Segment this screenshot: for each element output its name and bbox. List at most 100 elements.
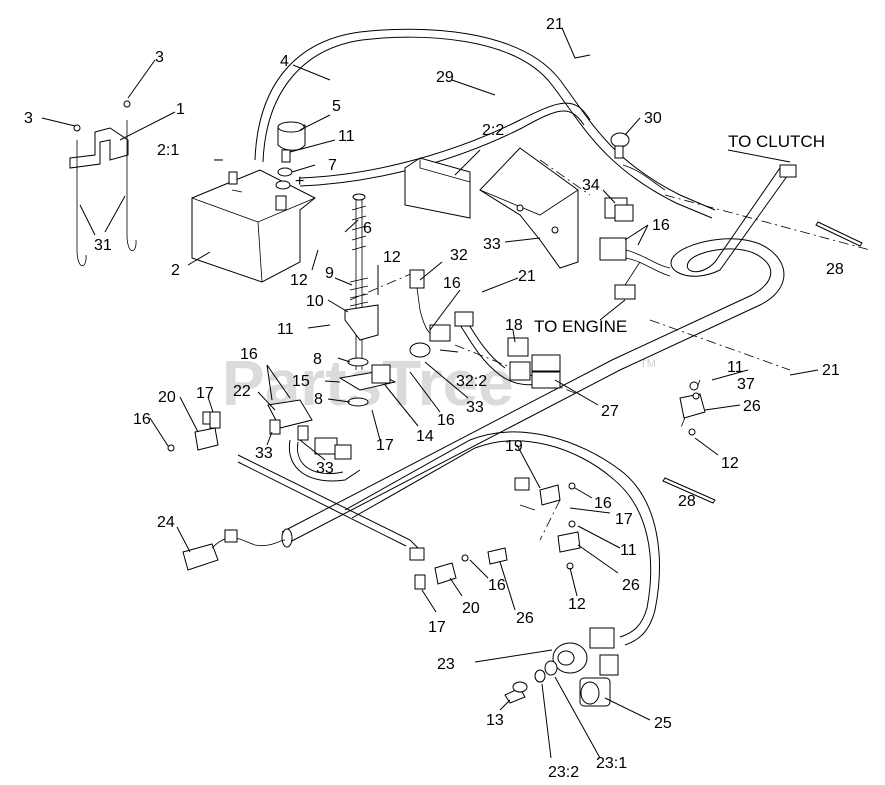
label-19: 19	[505, 438, 523, 455]
harness-lower-branch	[344, 431, 660, 646]
label-4: 4	[280, 53, 289, 70]
to-engine-callout: TO ENGINE	[534, 317, 627, 336]
label-17: 17	[615, 511, 633, 528]
label-11: 11	[620, 542, 637, 559]
label-20: 20	[462, 600, 480, 617]
main-harness	[281, 164, 791, 548]
label-2-1: 2:1	[157, 142, 179, 159]
block-14	[371, 364, 391, 384]
label-13: 13	[486, 712, 504, 729]
label-30: 30	[644, 110, 662, 127]
label-8: 8	[313, 351, 322, 368]
connector-17-lower	[414, 574, 426, 590]
label-16: 16	[133, 411, 151, 428]
part-labels: 21 3 3 1 4 29 5 30 11 2:1 2:2 7 34 16 6 …	[24, 16, 844, 781]
label-28: 28	[826, 261, 844, 278]
ignition-switch-23	[552, 627, 619, 676]
nut-23-1	[544, 660, 558, 676]
label-leaders	[41, 27, 819, 759]
label-16: 16	[443, 275, 461, 292]
label-12: 12	[721, 455, 739, 472]
cable-4	[254, 28, 716, 219]
harness-left-branch	[237, 439, 421, 551]
label-12: 12	[290, 272, 308, 289]
zip-tie-28-upper	[815, 221, 863, 247]
label-3: 3	[155, 49, 164, 66]
label-22: 22	[233, 383, 251, 400]
bracket-26-middle	[557, 520, 581, 570]
label-16: 16	[652, 217, 670, 234]
label-16: 16	[240, 346, 258, 363]
label-21: 21	[546, 16, 564, 33]
battery-minus-sign: –	[214, 151, 223, 168]
label-27: 27	[601, 403, 619, 420]
label-33: 33	[255, 445, 273, 462]
label-32-2: 32:2	[456, 373, 487, 390]
washer-23-2	[534, 669, 546, 683]
key-13	[504, 681, 528, 704]
module-22	[267, 399, 352, 460]
label-11: 11	[727, 359, 744, 376]
label-23-2: 23:2	[548, 764, 579, 781]
label-5: 5	[332, 98, 341, 115]
switch-19	[514, 477, 576, 511]
watermark-tm: TM	[640, 358, 656, 370]
label-33: 33	[483, 236, 501, 253]
label-33: 33	[466, 399, 484, 416]
label-8: 8	[314, 391, 323, 408]
label-34: 34	[582, 177, 600, 194]
plate-2-2	[404, 157, 471, 219]
zip-tie-28-lower	[662, 477, 716, 504]
washer-8	[347, 357, 369, 407]
label-2-2: 2:2	[482, 122, 504, 139]
label-26: 26	[622, 577, 640, 594]
to-clutch-callout: TO CLUTCH	[728, 132, 825, 151]
label-21: 21	[822, 362, 840, 379]
cable-29	[299, 102, 591, 187]
label-16: 16	[488, 577, 506, 594]
label-12: 12	[568, 596, 586, 613]
part-30	[610, 132, 666, 191]
switch-32-2	[409, 324, 451, 358]
bracket-26-lower	[487, 547, 508, 565]
label-26: 26	[743, 398, 761, 415]
arm-10	[344, 304, 379, 341]
label-2: 2	[171, 262, 180, 279]
label-21: 21	[518, 268, 536, 285]
label-11: 11	[338, 128, 355, 145]
label-7: 7	[328, 157, 337, 174]
connector-21-mid	[454, 311, 474, 327]
relay-34	[599, 197, 671, 277]
label-14: 14	[416, 428, 434, 445]
label-28: 28	[678, 493, 696, 510]
washer-7	[275, 167, 293, 190]
label-18: 18	[505, 317, 523, 334]
clutch-connector	[779, 164, 797, 178]
hold-down-bracket	[69, 100, 137, 267]
label-3: 3	[24, 110, 33, 127]
label-16: 16	[594, 495, 612, 512]
label-1: 1	[176, 101, 185, 118]
hour-meter-24	[182, 529, 286, 571]
label-32: 32	[450, 247, 468, 264]
battery: – +	[191, 151, 316, 283]
label-6: 6	[363, 220, 372, 237]
bracket-26-right	[679, 381, 706, 436]
label-23: 23	[437, 656, 455, 673]
label-24: 24	[157, 514, 175, 531]
label-9: 9	[325, 265, 334, 282]
solenoid-cap	[277, 121, 306, 163]
label-31: 31	[94, 237, 112, 254]
label-25: 25	[654, 715, 672, 732]
spring-9	[349, 277, 369, 307]
label-10: 10	[306, 293, 324, 310]
label-17: 17	[428, 619, 446, 636]
label-15: 15	[292, 373, 310, 390]
label-17: 17	[196, 385, 214, 402]
switch-20-upper	[167, 411, 219, 452]
label-29: 29	[436, 69, 454, 86]
label-23-1: 23:1	[596, 755, 627, 772]
switch-25	[579, 677, 611, 707]
label-17: 17	[376, 437, 394, 454]
